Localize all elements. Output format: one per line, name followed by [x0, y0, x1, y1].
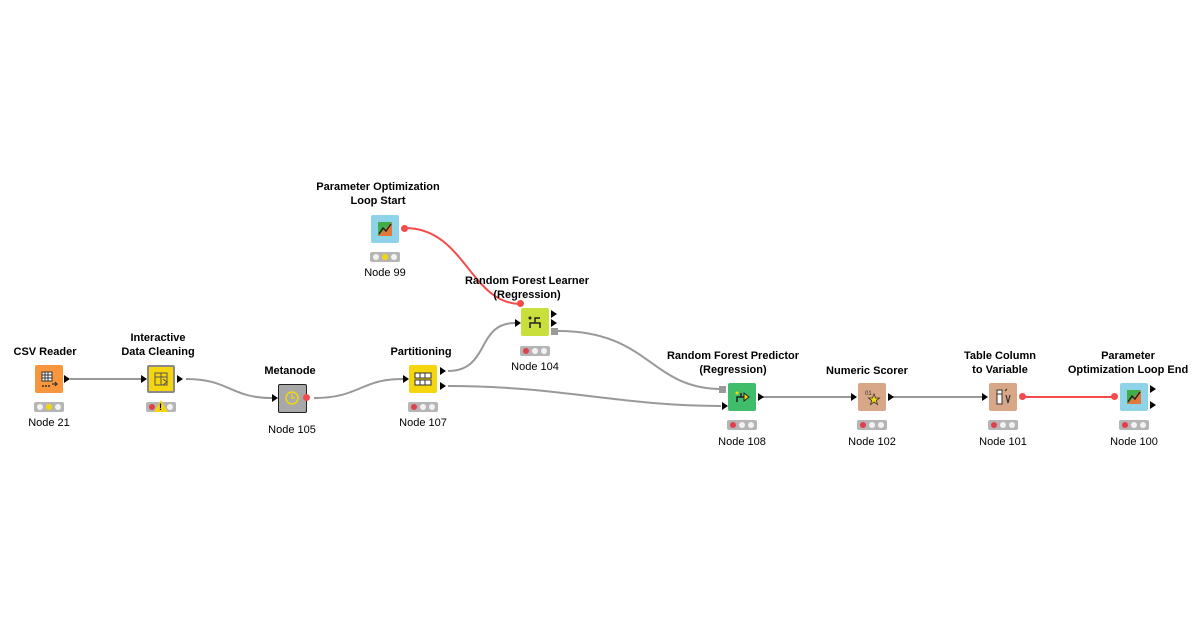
loop-start-status-indicator	[370, 252, 400, 262]
node-label-rf-learner[interactable]: Node 104	[511, 361, 559, 373]
partitioning-in-port[interactable]	[403, 375, 409, 383]
interactive-data-cleaning-node[interactable]	[147, 365, 175, 393]
csv-reader-out-port[interactable]	[64, 375, 70, 383]
loop-end-title-line-1: Parameter	[1101, 350, 1155, 362]
rf-predictor-title-line-1: Random Forest Predictor	[666, 350, 800, 362]
node-label-loop-start[interactable]: Node 99	[364, 267, 406, 279]
connection-partitioning-to-learner[interactable]	[447, 322, 516, 372]
loop-start-title-line-1: Parameter Optimization	[316, 181, 440, 193]
optimization-chart-icon	[378, 222, 392, 236]
rf-learner-title-line-1: Random Forest Learner	[464, 275, 590, 287]
node-title-rf-learner: Random Forest Learner (Regression)	[452, 274, 602, 302]
node-title-metanode: Metanode	[264, 365, 316, 377]
table-col-var-status-indicator	[988, 420, 1018, 430]
warning-icon: !	[154, 400, 168, 412]
numeric-scorer-status-indicator	[857, 420, 887, 430]
connection-learner-to-predictor[interactable]	[557, 330, 723, 390]
numeric-scorer-out-port[interactable]	[888, 393, 894, 401]
numeric-scorer-node[interactable]: 01	[858, 383, 886, 411]
node-label-rf-predictor[interactable]: Node 108	[718, 436, 766, 448]
rf-learner-out-port[interactable]	[551, 310, 557, 318]
data-cleaning-out-port[interactable]	[177, 375, 183, 383]
partitioning-out-port-1[interactable]	[440, 367, 446, 375]
loop-end-title-line-2: Optimization Loop End	[1067, 364, 1189, 376]
table-reader-icon	[41, 371, 58, 387]
node-label-partitioning[interactable]: Node 107	[399, 417, 447, 429]
svg-text:01: 01	[865, 391, 872, 397]
rf-learner-status-indicator	[520, 346, 550, 356]
table-column-to-variable-node[interactable]	[989, 383, 1017, 411]
random-forest-predictor-node[interactable]	[728, 383, 756, 411]
node-title-loop-end: Parameter Optimization Loop End	[1053, 349, 1200, 377]
rf-learner-in-port[interactable]	[515, 319, 521, 327]
loop-end-node[interactable]	[1120, 383, 1148, 411]
data-cleaning-title-line-1: Interactive	[130, 332, 186, 344]
rf-learner-out-port-2[interactable]	[551, 319, 557, 327]
warning-symbol: !	[159, 402, 162, 412]
loop-end-status-indicator	[1119, 420, 1149, 430]
node-title-csv-reader: CSV Reader	[13, 346, 77, 358]
data-cleaning-icon	[154, 372, 168, 386]
metanode-out-port[interactable]	[303, 394, 310, 401]
node-title-table-col-var: Table Column to Variable	[925, 349, 1075, 377]
optimization-chart-icon	[1127, 390, 1141, 404]
table-col-var-title-line-1: Table Column	[964, 350, 1036, 362]
connection-metanode-to-partitioning[interactable]	[313, 378, 404, 399]
data-cleaning-in-port[interactable]	[141, 375, 147, 383]
flow-variable-loopstart-to-learner[interactable]	[404, 227, 522, 305]
node-title-data-cleaning: Interactive Data Cleaning	[83, 331, 233, 359]
node-label-loop-end[interactable]: Node 100	[1110, 436, 1158, 448]
connection-cleaning-to-metanode[interactable]	[185, 378, 273, 399]
rf-learner-model-out-port[interactable]	[551, 328, 558, 335]
node-label-csv-reader[interactable]: Node 21	[28, 417, 70, 429]
table-col-var-flow-out-port[interactable]	[1019, 393, 1026, 400]
rf-predictor-out-port[interactable]	[758, 393, 764, 401]
node-label-metanode[interactable]: Node 105	[268, 424, 316, 436]
partitioning-node[interactable]	[409, 365, 437, 393]
rf-learner-flow-in-port[interactable]	[517, 300, 524, 307]
partition-icon	[414, 372, 432, 386]
node-title-rf-predictor: Random Forest Predictor (Regression)	[658, 349, 808, 377]
column-to-variable-icon	[996, 388, 1011, 405]
tree-learner-icon	[528, 316, 541, 328]
csv-reader-status-indicator	[34, 402, 64, 412]
partitioning-out-port-2[interactable]	[440, 382, 446, 390]
predictor-icon	[735, 391, 750, 403]
loop-end-out-port-2[interactable]	[1150, 401, 1156, 409]
node-title-loop-start: Parameter Optimization Loop Start	[303, 180, 453, 208]
connection-partitioning-to-predictor[interactable]	[447, 385, 722, 407]
partitioning-status-indicator	[408, 402, 438, 412]
rf-predictor-model-in-port[interactable]	[719, 386, 726, 393]
numeric-scorer-in-port[interactable]	[851, 393, 857, 401]
loop-start-title-line-2: Loop Start	[350, 195, 406, 207]
node-label-table-col-var[interactable]: Node 101	[979, 436, 1027, 448]
data-cleaning-title-line-2: Data Cleaning	[121, 346, 195, 358]
rf-predictor-status-indicator	[727, 420, 757, 430]
loop-start-node[interactable]	[371, 215, 399, 243]
csv-reader-node[interactable]	[35, 365, 63, 393]
metanode-clock-icon	[285, 391, 299, 405]
rf-learner-title-line-2: (Regression)	[493, 289, 561, 301]
table-col-var-title-line-2: to Variable	[972, 364, 1028, 376]
metanode-in-port[interactable]	[272, 394, 278, 402]
loop-end-flow-in-port[interactable]	[1111, 393, 1118, 400]
random-forest-learner-node[interactable]	[521, 308, 549, 336]
node-title-partitioning: Partitioning	[390, 346, 452, 358]
rf-predictor-in-port[interactable]	[722, 402, 728, 410]
table-col-var-in-port[interactable]	[982, 393, 988, 401]
node-title-numeric-scorer: Numeric Scorer	[826, 365, 908, 377]
scorer-star-icon: 01	[865, 391, 881, 406]
loop-start-flow-out-port[interactable]	[401, 225, 408, 232]
node-label-numeric-scorer[interactable]: Node 102	[848, 436, 896, 448]
loop-end-out-port-1[interactable]	[1150, 385, 1156, 393]
rf-predictor-title-line-2: (Regression)	[699, 364, 767, 376]
